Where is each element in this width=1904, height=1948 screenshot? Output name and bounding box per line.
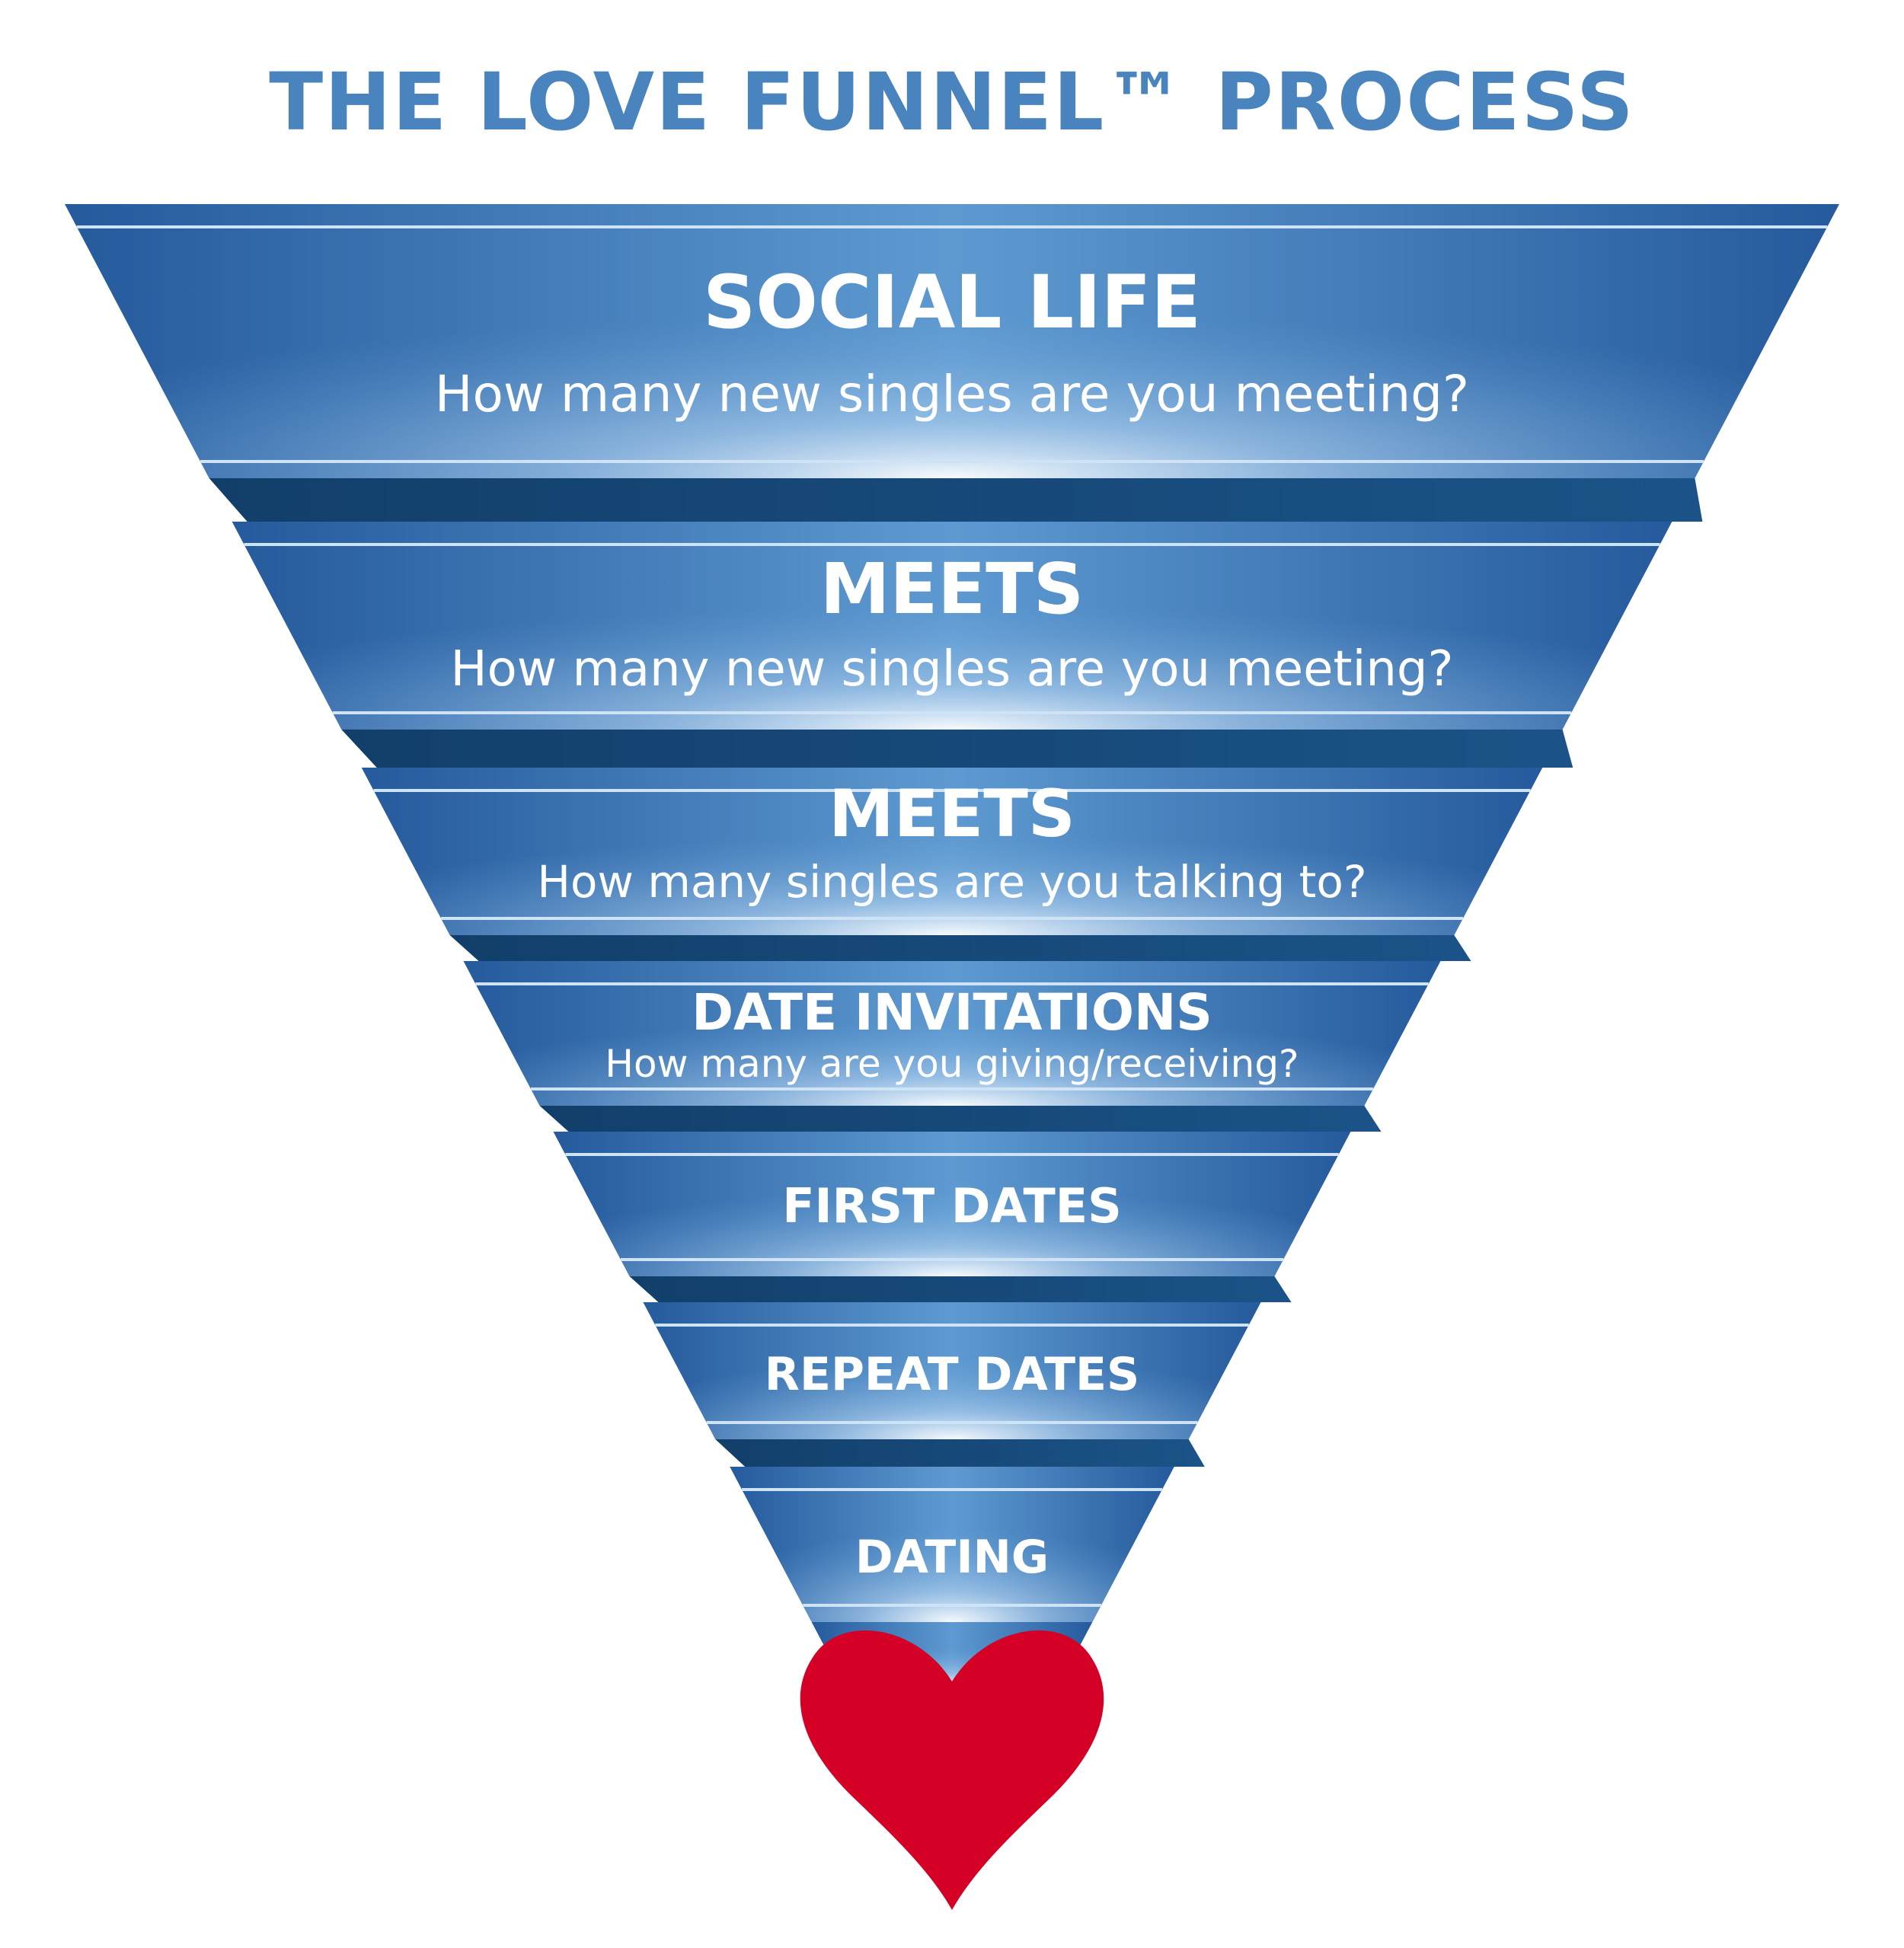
stage-subtitle: How many are you giving/receiving? xyxy=(605,1042,1299,1086)
stage-heading: FIRST DATES xyxy=(782,1178,1122,1234)
band-shadow xyxy=(449,935,1471,961)
stage-heading: DATING xyxy=(855,1531,1049,1584)
band-glow xyxy=(361,768,1543,935)
funnel-stage: REPEAT DATES xyxy=(643,1302,1261,1467)
band-shadow xyxy=(341,730,1573,768)
stage-heading: REPEAT DATES xyxy=(765,1348,1139,1401)
stage-heading: DATE INVITATIONS xyxy=(692,983,1212,1042)
band-shadow xyxy=(629,1276,1292,1302)
stage-subtitle: How many new singles are you meeting? xyxy=(451,641,1454,698)
stage-heading: MEETS xyxy=(829,776,1075,852)
stage-heading: MEETS xyxy=(820,548,1084,630)
stage-subtitle: How many singles are you talking to? xyxy=(537,856,1366,908)
funnel-stage: SOCIAL LIFE How many new singles are you … xyxy=(65,204,1839,522)
band-glow xyxy=(232,522,1672,730)
funnel-stage: FIRST DATES xyxy=(553,1132,1351,1302)
band-glow xyxy=(553,1132,1351,1276)
stage-subtitle: How many new singles are you meeting? xyxy=(435,365,1469,423)
funnel-stage: DATING xyxy=(730,1467,1174,1622)
funnel-stage: MEETS How many new singles are you meetin… xyxy=(232,522,1672,768)
band-shadow xyxy=(209,478,1703,522)
heart-icon xyxy=(800,1630,1104,1910)
band-glow xyxy=(643,1302,1261,1439)
page-title: THE LOVE FUNNEL™ PROCESS xyxy=(269,56,1635,148)
band-glow xyxy=(463,961,1441,1106)
stage-heading: SOCIAL LIFE xyxy=(703,260,1201,345)
band-shadow xyxy=(539,1106,1382,1132)
band-shadow xyxy=(715,1439,1205,1467)
band-glow xyxy=(65,204,1839,478)
band-glow xyxy=(730,1467,1174,1622)
